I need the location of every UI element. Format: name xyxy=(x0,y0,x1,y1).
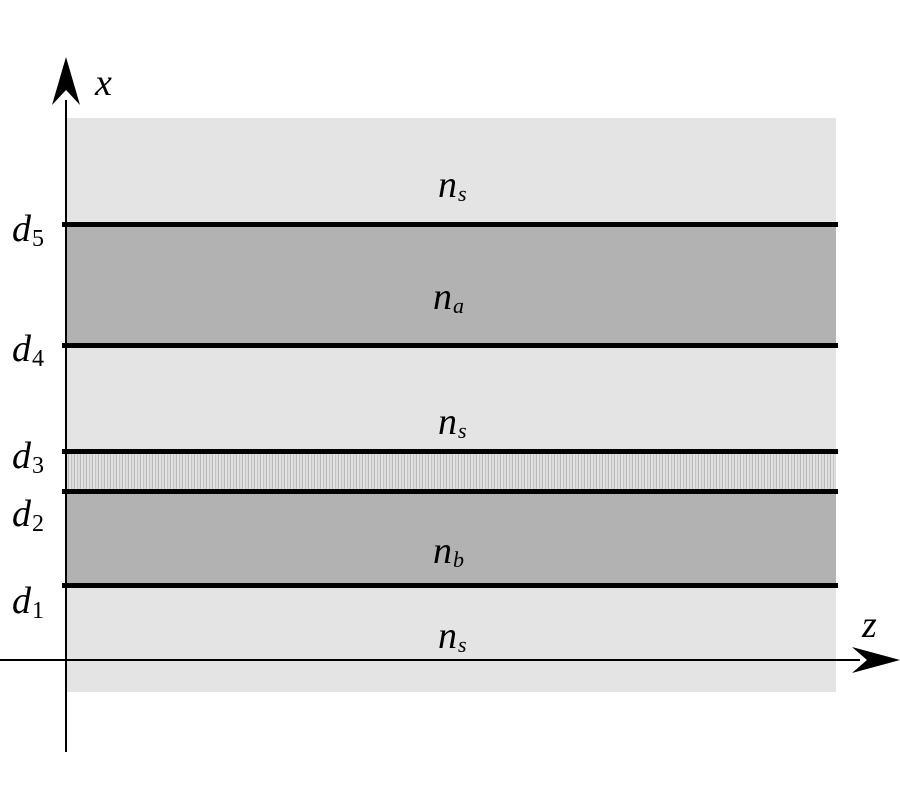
interface-label-d3: d3 xyxy=(12,435,44,479)
interface-line-d1 xyxy=(62,583,838,588)
layer-label-bottom-ns: ns xyxy=(438,615,467,657)
cladding-region xyxy=(66,118,836,692)
interface-line-d4 xyxy=(62,343,838,348)
layer-a xyxy=(66,226,836,345)
layer-b xyxy=(66,493,836,585)
z-axis-arrow-icon xyxy=(852,647,900,673)
layer-label-na: na xyxy=(433,276,464,318)
layer-label-top-ns: ns xyxy=(438,164,467,206)
z-axis-line xyxy=(0,659,860,661)
layer-label-middle-ns: ns xyxy=(438,401,467,443)
interface-line-d2 xyxy=(62,489,838,494)
x-axis-label: x xyxy=(95,62,112,104)
interface-line-d3 xyxy=(62,449,838,454)
graded-layer xyxy=(66,453,836,491)
x-axis-arrow-icon xyxy=(52,57,80,105)
interface-label-d1: d1 xyxy=(12,580,44,624)
interface-label-d2: d2 xyxy=(12,493,44,537)
interface-label-d5: d5 xyxy=(12,208,44,252)
layer-label-nb: nb xyxy=(433,530,464,572)
interface-label-d4: d4 xyxy=(12,328,44,372)
x-axis-line xyxy=(65,100,67,752)
z-axis-label: z xyxy=(862,604,877,646)
interface-line-d5 xyxy=(62,222,838,227)
